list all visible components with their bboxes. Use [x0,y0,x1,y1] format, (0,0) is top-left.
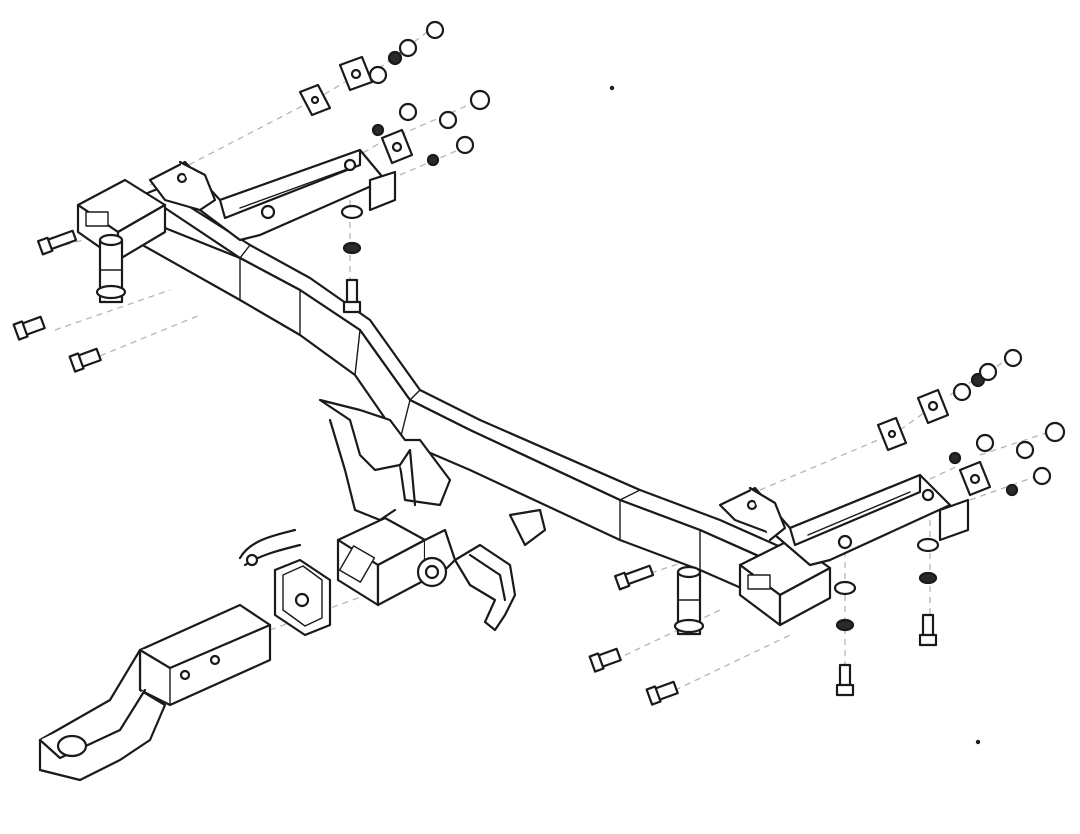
hitch-pin [273,558,332,637]
assembly-guide-lines [54,29,1056,696]
mounting-plates [298,55,992,497]
right-side-bracket [718,473,970,567]
receiver-housing [318,398,457,607]
speck-marks [609,85,981,745]
hitch-clip [238,528,302,567]
left-side-bracket [148,148,397,242]
washers [340,204,940,632]
nuts [368,20,1066,497]
electric-socket-bracket [453,508,547,632]
main-crossbar [118,186,812,607]
bolts [12,229,938,706]
left-end-bracket [76,178,167,304]
tow-ball-mount [38,603,272,782]
